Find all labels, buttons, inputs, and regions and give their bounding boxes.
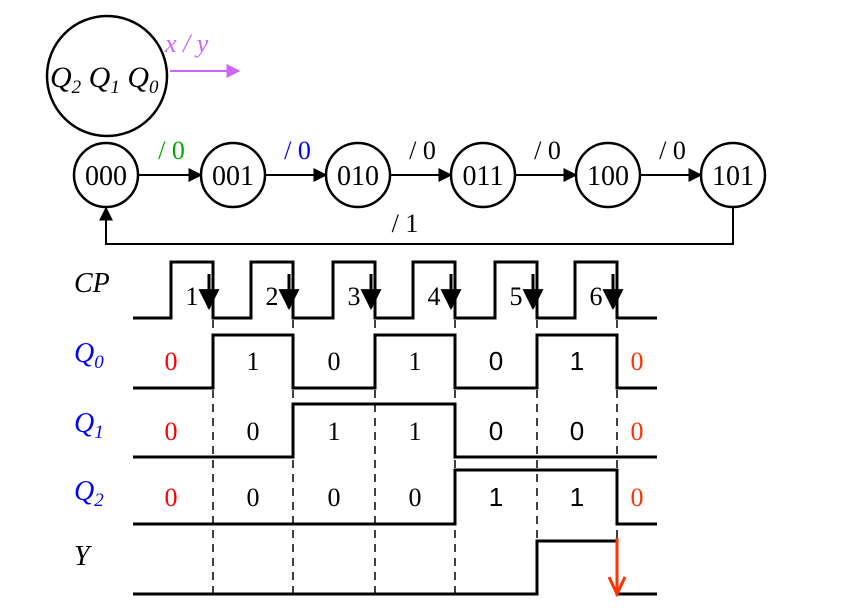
y-output-arrow-head: [607, 576, 627, 598]
state-bit-label: 0: [631, 347, 644, 376]
pulse-number: 4: [428, 282, 441, 311]
transition-label: / 0: [158, 136, 185, 165]
q0-waveform: [133, 333, 657, 390]
state-bit-label: 1: [570, 482, 584, 512]
q2-waveform: [133, 468, 657, 526]
return-transition-arrow: [99, 206, 734, 245]
state-label: 100: [587, 161, 629, 192]
pulse-number: 5: [510, 282, 523, 311]
signal-label-q1: Q1: [74, 408, 104, 443]
pulse-number: 6: [590, 282, 603, 311]
state-bit-label: 1: [328, 417, 341, 446]
state-node-001: 001: [199, 141, 267, 209]
state-bit-label: 0: [247, 483, 260, 512]
state-label: 010: [337, 161, 379, 192]
state-node-100: 100: [574, 141, 642, 209]
state-transition-diagram: 000 001 010 011 100 101 / 0 / 0 / 0 / 0 / 0 / 1: [72, 136, 767, 245]
signal-label-y: Y: [74, 541, 93, 572]
pulse-number: 3: [348, 282, 361, 311]
state-bit-label: 0: [570, 416, 584, 446]
state-bit-label: 1: [489, 482, 503, 512]
legend-state-bits: Q2 Q1 Q0: [50, 61, 159, 98]
state-label: 000: [85, 161, 127, 192]
q1-waveform: [133, 402, 657, 459]
pulse-number: 1: [186, 282, 199, 311]
state-bit-label: 0: [409, 483, 422, 512]
legend-state-circle: [45, 14, 169, 138]
state-node-011: 011: [449, 141, 517, 209]
state-label: 101: [712, 161, 754, 192]
transition-label: / 0: [409, 136, 436, 165]
state-bit-label: 0: [631, 417, 644, 446]
state-bit-label: 0: [328, 483, 341, 512]
state-node-000: 000: [72, 141, 140, 209]
state-bit-label: 0: [631, 483, 644, 512]
transition-label: / 0: [534, 136, 561, 165]
state-bit-label: 1: [409, 347, 422, 376]
signal-label-q2: Q2: [74, 476, 104, 511]
state-bit-label: 0: [165, 483, 178, 512]
state-label: 001: [212, 161, 254, 192]
state-bit-label: 0: [247, 417, 260, 446]
state-bit-label: 0: [489, 416, 503, 446]
state-legend: Q2 Q1 Q0 x / y: [45, 14, 241, 138]
return-transition-label: / 1: [392, 209, 419, 238]
state-bit-label: 1: [247, 347, 260, 376]
state-label: 011: [463, 161, 504, 192]
state-bit-label: 1: [409, 417, 422, 446]
state-bit-label: 0: [165, 417, 178, 446]
state-bit-label: 0: [328, 347, 341, 376]
y-waveform: [133, 539, 657, 596]
state-bit-label: 1: [570, 346, 584, 376]
signal-label-q0: Q0: [74, 338, 104, 373]
transition-label: / 0: [284, 136, 311, 165]
state-node-101: 101: [699, 141, 767, 209]
signal-label-cp: CP: [74, 268, 110, 299]
cp-waveform: [133, 260, 657, 320]
legend-io-label: x / y: [164, 29, 209, 58]
state-node-010: 010: [324, 141, 392, 209]
pulse-number: 2: [266, 282, 279, 311]
transition-label: / 0: [659, 136, 686, 165]
state-bit-label: 0: [165, 347, 178, 376]
state-bit-label: 0: [489, 346, 503, 376]
